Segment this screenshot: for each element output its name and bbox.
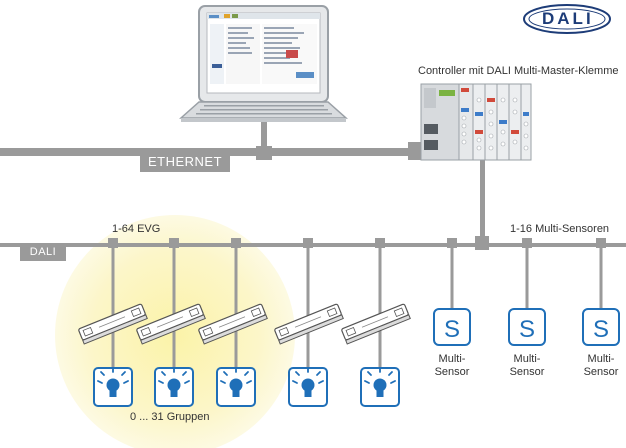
sensor-bus-tap-3: [596, 238, 606, 248]
ballast-bus-tap-2: [169, 238, 179, 248]
laptop: [179, 5, 348, 122]
sensor-3-line1: Multi-: [587, 353, 615, 365]
sensor-1-label: Multi- Sensor: [427, 353, 477, 379]
ethernet-label-box: [140, 152, 230, 172]
ballast-4: [274, 303, 344, 345]
bulb-icon-5: [364, 367, 396, 397]
ballast-drop-line-4: [306, 240, 310, 368]
sensor-icon-letter-3: S: [593, 316, 609, 343]
ballast-2: [136, 303, 206, 345]
sensor-1-line2: Sensor: [434, 366, 470, 378]
ballast-3: [198, 303, 268, 345]
controller-label: Controller mit DALI Multi-Master-Klemme: [418, 65, 619, 77]
sensor-1-line1: Multi-: [438, 353, 466, 365]
ballast-1: [78, 303, 148, 345]
ethernet-label: ETHERNET: [147, 154, 223, 169]
dali-label-box: [20, 245, 66, 261]
dali-logo-text: DALI: [542, 9, 594, 28]
sensor-box-2: [508, 308, 546, 346]
dali-bus-label: DALI: [29, 246, 57, 258]
sensor-count-label: 1-16 Multi-Sensoren: [510, 223, 610, 235]
ballast-drop-line-2: [172, 240, 176, 368]
sensor-box-3: [582, 308, 620, 346]
sensor-3-label: Multi- Sensor: [576, 353, 626, 379]
sensor-drop-line-1: [450, 240, 454, 310]
ballast-drop-line-3: [234, 240, 238, 368]
controller-dali-cable: [480, 158, 485, 244]
groups-label: 0 ... 31 Gruppen: [130, 411, 210, 423]
controller-dali-connector: [475, 236, 489, 250]
ballast-bus-tap-5: [375, 238, 385, 248]
ballast-drop-line-5: [378, 240, 382, 368]
sensor-bus-tap-1: [447, 238, 457, 248]
bulb-icon-3: [220, 367, 252, 397]
controller: [420, 83, 532, 161]
bulb-icon-1: [97, 367, 129, 397]
sensor-3-line2: Sensor: [583, 366, 619, 378]
sensor-drop-line-3: [599, 240, 603, 310]
sensor-box-1: [433, 308, 471, 346]
ballast-bus-tap-3: [231, 238, 241, 248]
ballast-5: [341, 303, 411, 345]
controller-ethernet-port: [408, 142, 422, 160]
ballast-bus-tap-1: [108, 238, 118, 248]
ballast-drop-line-1: [111, 240, 115, 368]
bulb-icon-2: [158, 367, 190, 397]
ballast-count-label: 1-64 EVG: [112, 223, 161, 235]
sensor-2-line2: Sensor: [509, 366, 545, 378]
ballast-layer: [78, 238, 411, 407]
sensor-icon-letter-2: S: [519, 316, 535, 343]
ballast-bus-tap-4: [303, 238, 313, 248]
sensor-icon-letter-1: S: [444, 316, 460, 343]
laptop-cable: [261, 118, 267, 150]
sensor-2-line1: Multi-: [513, 353, 541, 365]
sensor-bus-tap-2: [522, 238, 532, 248]
bulb-icon-4: [292, 367, 324, 397]
laptop-connector: [256, 146, 272, 160]
sensor-drop-line-2: [525, 240, 529, 310]
dali-logo: [523, 4, 611, 34]
sensor-2-label: Multi- Sensor: [502, 353, 552, 379]
